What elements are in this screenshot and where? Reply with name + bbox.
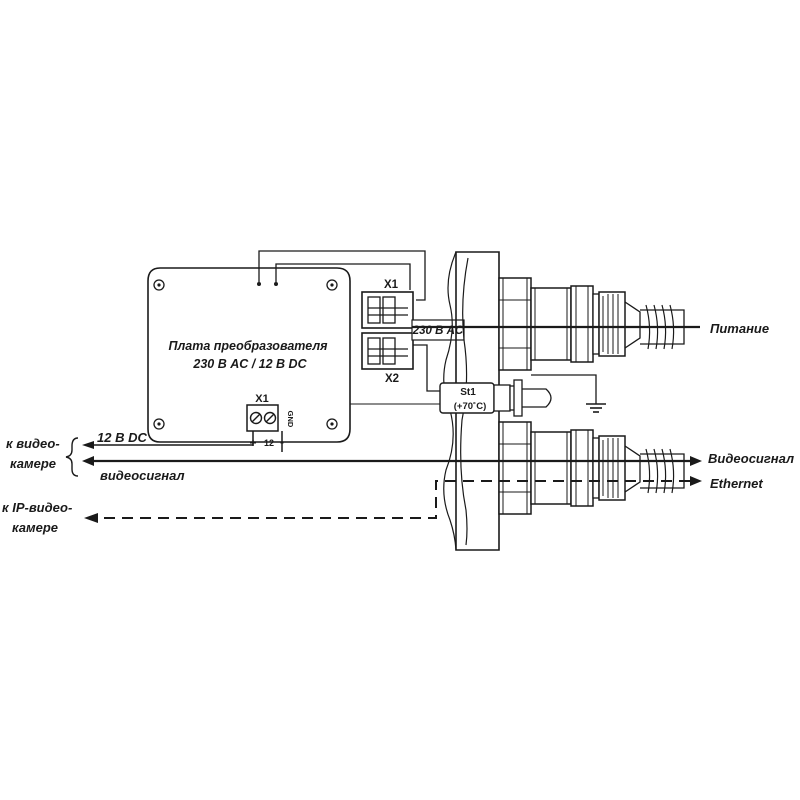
board-input-wires [257, 250, 426, 301]
cable-gland-lower [498, 421, 685, 515]
arrow-left-icon [82, 441, 94, 449]
terminal-x2-label: X2 [385, 373, 399, 385]
conduit-spring-icon [640, 448, 685, 494]
signal-label: видеосигнал [100, 468, 185, 483]
video-label: Видеосигнал [708, 451, 794, 466]
thermostat-name: St1 [460, 387, 476, 398]
video-signal-line [82, 456, 702, 466]
converter-board: Плата преобразователя 230 В AC / 12 В DC… [147, 267, 351, 450]
camera-label-line1: к видео- [6, 436, 60, 451]
terminal-x2 [361, 332, 414, 370]
voltage-label-box [411, 319, 465, 341]
power-label: Питание [710, 321, 769, 336]
arrow-left-icon [82, 456, 94, 466]
ground-connection [531, 374, 606, 413]
arrow-right-icon [690, 476, 702, 486]
board-title-line2: 230 В AC / 12 В DC [192, 357, 307, 371]
dc-12v-line [82, 431, 283, 452]
board-terminal-block [246, 404, 279, 432]
terminal-x1 [361, 291, 414, 329]
ethernet-label: Ethernet [710, 476, 763, 491]
board-title-line1: Плата преобразователя [169, 339, 329, 353]
thermostat-st1 [439, 379, 552, 417]
pin-12-label: 12 [264, 438, 274, 448]
screw-icon [263, 411, 277, 425]
arrow-left-icon [84, 513, 98, 523]
brace-icon [65, 437, 79, 477]
ipcam-label-line1: к IP-видео- [2, 500, 72, 515]
arrow-right-icon [690, 456, 702, 466]
screw-icon [249, 411, 263, 425]
mounting-hole-icon [153, 279, 165, 291]
camera-label-line2: камере [10, 456, 56, 471]
mounting-hole-icon [326, 279, 338, 291]
cable-gland-upper [498, 277, 685, 371]
mounting-hole-icon [153, 418, 165, 430]
thermostat-temp: (+70˚C) [454, 401, 486, 412]
pin-gnd-label: GND [286, 411, 295, 428]
ipcam-label-line2: камере [12, 520, 58, 535]
ethernet-line [84, 476, 702, 523]
board-connector-label: X1 [255, 393, 268, 405]
terminal-x1-label: X1 [384, 279, 399, 291]
dc-12v-label: 12 В DC [97, 430, 147, 445]
mounting-hole-icon [326, 418, 338, 430]
thermostat-wire [413, 344, 440, 392]
